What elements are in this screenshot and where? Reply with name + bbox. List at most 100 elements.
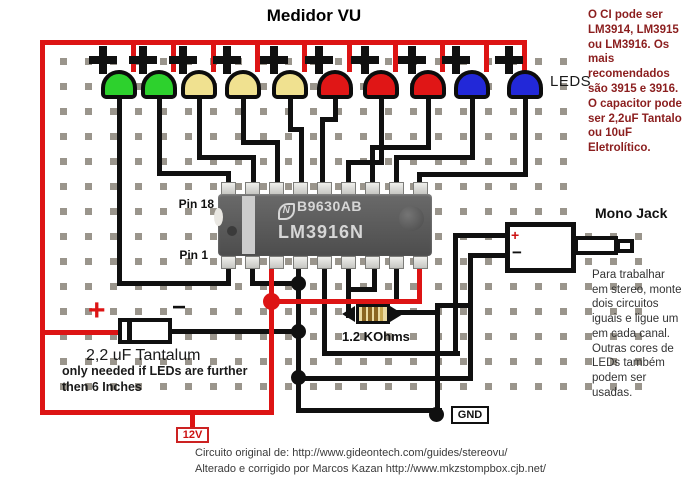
wire-segment xyxy=(275,140,280,186)
wire-segment xyxy=(40,410,274,415)
led-9 xyxy=(454,70,490,99)
wire-segment xyxy=(197,155,256,160)
wire-segment xyxy=(226,171,231,186)
led-plus-mark xyxy=(213,46,241,74)
resistor-band xyxy=(380,307,383,321)
capacitor-note: only needed if LEDs are further then 6 I… xyxy=(62,364,248,394)
mono-jack xyxy=(505,222,576,273)
wire-segment xyxy=(296,408,442,413)
ic-marking-line1: B9630AB xyxy=(297,198,362,214)
led-2 xyxy=(141,70,177,99)
ic-pin xyxy=(341,256,356,269)
wire-segment xyxy=(251,155,256,186)
led-plus-mark xyxy=(129,46,157,74)
led-plus-mark xyxy=(495,46,523,74)
wire-segment xyxy=(346,160,351,186)
wire-segment xyxy=(288,94,293,132)
wire-segment xyxy=(435,303,440,417)
resistor-right-lead-arrow xyxy=(390,306,403,322)
wire-segment xyxy=(421,172,528,177)
pin1-label: Pin 1 xyxy=(179,248,208,262)
wire-segment xyxy=(190,415,195,429)
wire-segment xyxy=(250,264,255,286)
ic-pin xyxy=(365,256,380,269)
wire-segment xyxy=(484,43,489,72)
jack-plus-terminal: + xyxy=(511,227,520,243)
led-7 xyxy=(363,70,399,99)
wire-segment xyxy=(197,94,202,160)
led-plus-mark xyxy=(351,46,379,74)
wire-segment xyxy=(269,264,274,415)
led-plus-mark xyxy=(442,46,470,74)
wire-segment xyxy=(373,145,431,150)
wire-segment xyxy=(322,351,460,356)
wire-segment xyxy=(370,145,375,186)
wire-segment xyxy=(468,253,508,258)
resistor-label: 1.2 KOhms xyxy=(342,329,410,344)
ic-pin1-dot xyxy=(227,226,237,236)
credit-modified: Alterado e corrigido por Marcos Kazan ht… xyxy=(195,463,546,475)
capacitor-label: 2,2 uF Tantalum xyxy=(86,347,201,364)
wire-segment xyxy=(250,281,301,286)
wire-segment xyxy=(288,127,304,132)
wire-segment xyxy=(255,43,260,72)
wire-segment xyxy=(40,40,45,415)
junction-dot-red xyxy=(263,293,280,310)
ic-stripe xyxy=(242,196,255,254)
wire-segment xyxy=(299,127,304,186)
resistor-band xyxy=(368,307,372,321)
ic-pin xyxy=(389,256,404,269)
wire-segment xyxy=(43,330,120,335)
stereo-note: Para trabalhar em stereo, monte dois cir… xyxy=(592,269,682,399)
supply-12v-badge: 12V xyxy=(176,427,209,443)
wire-segment xyxy=(302,43,307,72)
wire-segment xyxy=(347,43,352,72)
resistor-band xyxy=(362,307,366,321)
wire-segment xyxy=(379,94,384,165)
wire-segment xyxy=(417,264,422,304)
page-title: Medidor VU xyxy=(266,6,362,25)
ic-pin xyxy=(221,256,236,269)
wire-segment xyxy=(296,376,472,381)
ic-dimple xyxy=(399,206,424,231)
leds-label: LEDS xyxy=(550,73,592,90)
wire-segment xyxy=(157,171,231,176)
resistor-band xyxy=(374,307,378,321)
wire-segment xyxy=(226,264,231,284)
wire-segment xyxy=(117,94,122,284)
wire-segment xyxy=(269,299,422,304)
capacitor-polarity-stripe xyxy=(127,321,132,341)
wire-segment xyxy=(241,94,246,145)
led-plus-mark xyxy=(89,46,117,74)
wire-segment xyxy=(157,94,162,176)
wire-segment xyxy=(417,172,422,186)
wire-segment xyxy=(453,233,507,238)
led-8 xyxy=(410,70,446,99)
led-6 xyxy=(317,70,353,99)
led-10 xyxy=(507,70,543,99)
junction-dot xyxy=(291,370,306,385)
led-plus-mark xyxy=(260,46,288,74)
wire-segment xyxy=(426,94,431,150)
pin18-label: Pin 18 xyxy=(178,197,214,211)
wire-segment xyxy=(393,43,398,72)
ic-notch xyxy=(214,208,223,226)
resistor-left-lead-arrow xyxy=(342,306,355,322)
capacitor-plus-sign: + xyxy=(88,294,106,327)
ic-pin xyxy=(413,256,428,269)
capacitor-minus-sign: − xyxy=(172,294,187,321)
wire-segment xyxy=(117,281,231,286)
wire-segment xyxy=(346,287,377,292)
wire-segment xyxy=(394,155,399,186)
junction-dot xyxy=(291,324,306,339)
wire-segment xyxy=(470,94,475,160)
ic-choice-note: O CI pode ser LM3914, LM3915 ou LM3916. … xyxy=(588,9,682,155)
wire-segment xyxy=(320,117,338,122)
led-plus-mark xyxy=(398,46,426,74)
wire-segment xyxy=(40,40,527,45)
ic-pin xyxy=(245,256,260,269)
jack-plug-tip xyxy=(616,239,634,253)
jack-minus-terminal: − xyxy=(512,243,522,262)
led-4 xyxy=(225,70,261,99)
